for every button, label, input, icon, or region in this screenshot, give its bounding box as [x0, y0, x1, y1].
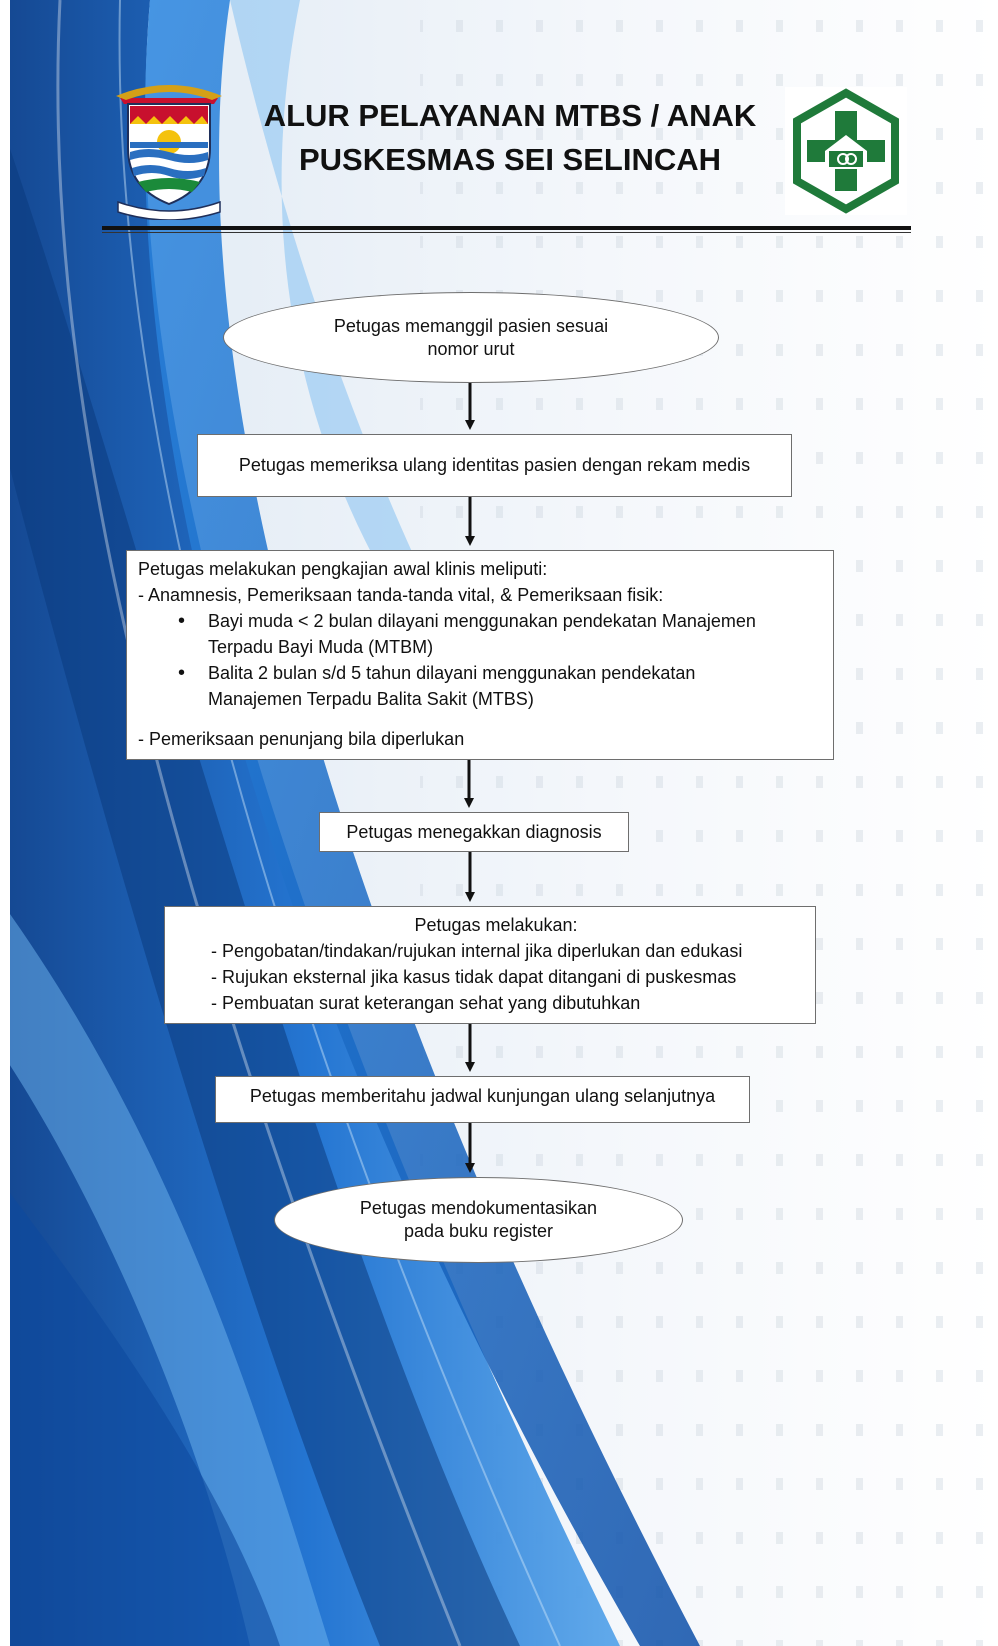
palembang-city-emblem-icon: [116, 85, 222, 220]
step-call-patient: Petugas memanggil pasien sesuai nomor ur…: [223, 292, 719, 383]
header-divider-thin: [102, 232, 911, 233]
step-call-patient-line2: nomor urut: [427, 338, 515, 359]
assessment-intro: Petugas melakukan pengkajian awal klinis…: [138, 559, 548, 579]
step-verify-identity: Petugas memeriksa ulang identitas pasien…: [197, 434, 792, 497]
assessment-bullet: Bayi muda < 2 bulan dilayani menggunakan…: [178, 608, 833, 660]
title-line-2: PUSKESMAS SEI SELINCAH: [298, 142, 721, 177]
step-diagnosis: Petugas menegakkan diagnosis: [319, 812, 629, 852]
assessment-bullet-line: Balita 2 bulan s/d 5 tahun dilayani meng…: [208, 663, 696, 683]
step-documentation-line2: pada buku register: [403, 1221, 554, 1241]
step-documentation: Petugas mendokumentasikan pada buku regi…: [274, 1177, 683, 1263]
assessment-bullet-list: Bayi muda < 2 bulan dilayani menggunakan…: [138, 608, 833, 712]
step-follow-up-text: Petugas memberitahu jadwal kunjungan ula…: [249, 1086, 716, 1106]
actions-item: - Pengobatan/tindakan/rujukan internal j…: [211, 941, 743, 961]
assessment-bullet-line: Bayi muda < 2 bulan dilayani menggunakan…: [208, 611, 756, 631]
step-initial-assessment: Petugas melakukan pengkajian awal klinis…: [126, 550, 834, 760]
header-divider: [102, 226, 911, 230]
step-diagnosis-text: Petugas menegakkan diagnosis: [346, 821, 602, 842]
actions-item: - Rujukan eksternal jika kasus tidak dap…: [211, 967, 737, 987]
puskesmas-green-cross-icon: [785, 87, 907, 215]
actions-heading: Petugas melakukan:: [414, 915, 578, 935]
title-line-1: ALUR PELAYANAN MTBS / ANAK: [263, 98, 757, 133]
assessment-supporting-exam: - Pemeriksaan penunjang bila diperlukan: [138, 729, 465, 749]
assessment-bullet: Balita 2 bulan s/d 5 tahun dilayani meng…: [178, 660, 833, 712]
step-follow-up-schedule: Petugas memberitahu jadwal kunjungan ula…: [215, 1076, 750, 1123]
assessment-anamnesis: - Anamnesis, Pemeriksaan tanda-tanda vit…: [138, 585, 664, 605]
assessment-bullet-line: Terpadu Bayi Muda (MTBM): [208, 637, 434, 657]
assessment-bullet-line: Manajemen Terpadu Balita Sakit (MTBS): [208, 689, 534, 709]
step-verify-identity-text: Petugas memeriksa ulang identitas pasien…: [238, 455, 751, 475]
actions-item: - Pembuatan surat keterangan sehat yang …: [211, 993, 641, 1013]
step-call-patient-line1: Petugas memanggil pasien sesuai: [333, 315, 609, 336]
step-documentation-line1: Petugas mendokumentasikan: [359, 1198, 598, 1218]
step-actions: Petugas melakukan: - Pengobatan/tindakan…: [164, 906, 816, 1024]
